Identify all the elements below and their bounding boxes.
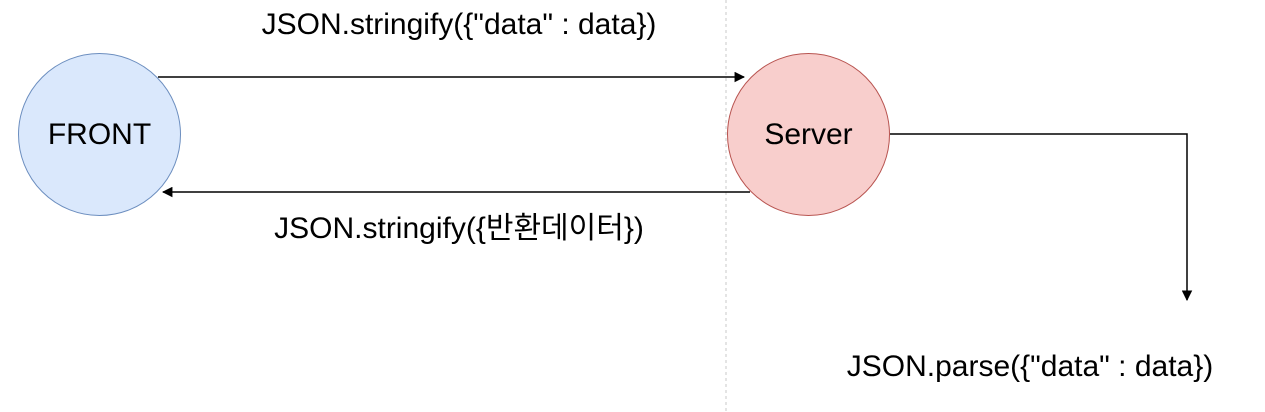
front-node: FRONT [18, 53, 181, 216]
server-node-label: Server [764, 117, 853, 151]
request-edge-label: JSON.stringify({"data" : data}) [261, 8, 657, 41]
parse-arrow [890, 133, 1193, 302]
parse-edge-label: JSON.parse({"data" : data}) [846, 350, 1214, 383]
response-edge-label: JSON.stringify({반환데이터}) [274, 212, 644, 245]
front-node-label: FRONT [47, 117, 152, 151]
server-node: Server [727, 53, 890, 216]
